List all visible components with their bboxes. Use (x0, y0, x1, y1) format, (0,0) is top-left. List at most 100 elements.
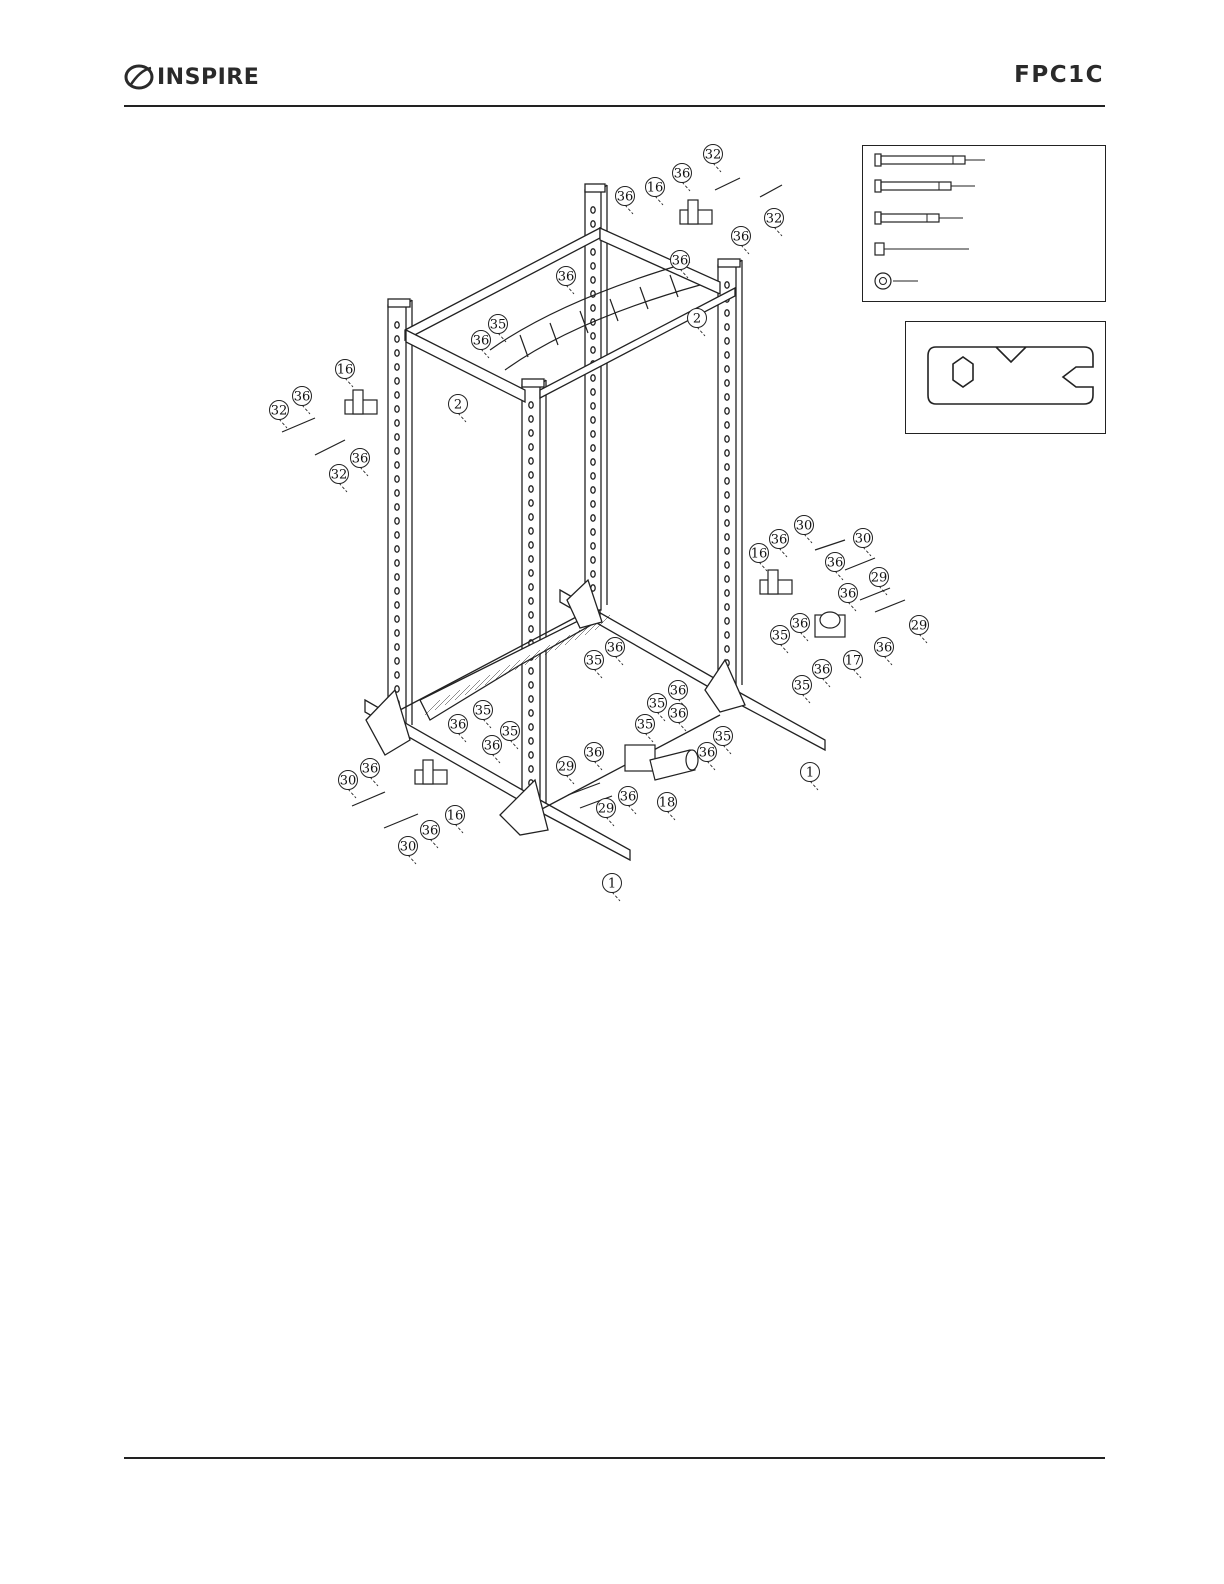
callout-36: 36 (673, 164, 692, 183)
nut-icon (875, 243, 884, 255)
leader-line (723, 745, 731, 754)
leader-line (741, 245, 749, 254)
callout-label: 35 (637, 718, 654, 733)
callout-35: 35 (648, 694, 667, 713)
callout-label: 35 (490, 318, 507, 333)
leader-line (370, 777, 378, 786)
leader-line (339, 483, 347, 492)
footer-divider (124, 1457, 1105, 1459)
callout-label: 35 (794, 679, 811, 694)
leader-line (612, 892, 620, 901)
hardware-washer (875, 273, 918, 289)
callout-36: 36 (732, 227, 751, 246)
callout-label: 36 (473, 334, 490, 349)
bolt-head-icon (875, 154, 881, 166)
pull-up-bar-rung (610, 299, 618, 321)
upright-rear-left (585, 184, 607, 610)
callout-35: 35 (501, 722, 520, 741)
j-hook-lower-left-arm (423, 760, 433, 784)
leader-line (919, 634, 927, 643)
callout-label: 36 (674, 167, 691, 182)
callout-1: 1 (603, 874, 622, 893)
upright-rear-left-body (585, 190, 601, 610)
bolt (384, 814, 418, 828)
bolt (568, 783, 600, 795)
callout-label: 30 (340, 774, 357, 789)
leader-line (655, 196, 663, 205)
leader-line (802, 694, 810, 703)
j-hook-upper-left (345, 390, 377, 414)
callout-label: 35 (586, 654, 603, 669)
top-crossbar-front (406, 330, 525, 402)
callout-label: 29 (911, 619, 928, 634)
leader-line (345, 378, 353, 387)
leader-line (779, 548, 787, 557)
pull-up-bar-rung (520, 335, 528, 357)
leader-line (713, 163, 721, 172)
callout-label: 36 (699, 746, 716, 761)
callout-35: 35 (585, 651, 604, 670)
upright-rear-left-cap (585, 184, 605, 192)
leader-line (879, 586, 887, 595)
callout-29: 29 (910, 616, 929, 635)
bolt-shank (881, 214, 939, 222)
leader-line (594, 761, 602, 770)
leader-line (566, 775, 574, 784)
callout-36: 36 (671, 251, 690, 270)
callout-label: 36 (558, 270, 575, 285)
callout-label: 35 (715, 730, 732, 745)
leader-lines (279, 163, 927, 901)
bolt (352, 792, 385, 806)
callout-2: 2 (688, 309, 707, 328)
callout-36: 36 (619, 787, 638, 806)
leader-line (455, 824, 463, 833)
leader-line (822, 678, 830, 687)
hardware-legend-box (862, 145, 1106, 302)
bolt (315, 440, 345, 455)
callout-36: 36 (813, 660, 832, 679)
callout-36: 36 (606, 638, 625, 657)
bolt (282, 418, 315, 432)
leader-line (279, 419, 287, 428)
bolt-head-icon (875, 180, 881, 192)
leader-line (645, 733, 653, 742)
callout-label: 1 (608, 877, 616, 892)
bolt (845, 558, 875, 570)
callout-label: 36 (670, 707, 687, 722)
j-hook-upper-right-arm (688, 200, 698, 224)
leader-line (848, 602, 856, 611)
callout-label: 30 (400, 840, 417, 855)
callout-36: 36 (585, 743, 604, 762)
gusset-rear-right (705, 660, 745, 712)
leader-line (804, 534, 812, 543)
leader-line (707, 761, 715, 770)
callout-16: 16 (750, 544, 769, 563)
callout-label: 1 (806, 766, 814, 781)
callout-label: 36 (792, 617, 809, 632)
bolt-shank (881, 156, 965, 164)
callout-16: 16 (446, 806, 465, 825)
leader-line (606, 817, 614, 826)
callout-36: 36 (770, 530, 789, 549)
leader-line (657, 712, 665, 721)
callout-label: 36 (814, 663, 831, 678)
upright-front-right (522, 379, 546, 810)
washer-icon (875, 273, 891, 289)
callout-36: 36 (361, 759, 380, 778)
upright-front-right-cap (522, 379, 544, 387)
callout-2: 2 (449, 395, 468, 414)
leader-line (678, 722, 686, 731)
callout-label: 36 (484, 739, 501, 754)
callout-30: 30 (795, 516, 814, 535)
callout-label: 16 (337, 363, 354, 378)
callout-label: 36 (670, 684, 687, 699)
callout-label: 36 (586, 746, 603, 761)
leader-line (615, 656, 623, 665)
callout-36: 36 (351, 449, 370, 468)
bolt (760, 185, 782, 197)
callout-label: 36 (733, 230, 750, 245)
leader-line (810, 781, 818, 790)
hardware-long-bolt (875, 180, 975, 192)
bolt-head-icon (875, 212, 881, 224)
callout-16: 16 (336, 360, 355, 379)
